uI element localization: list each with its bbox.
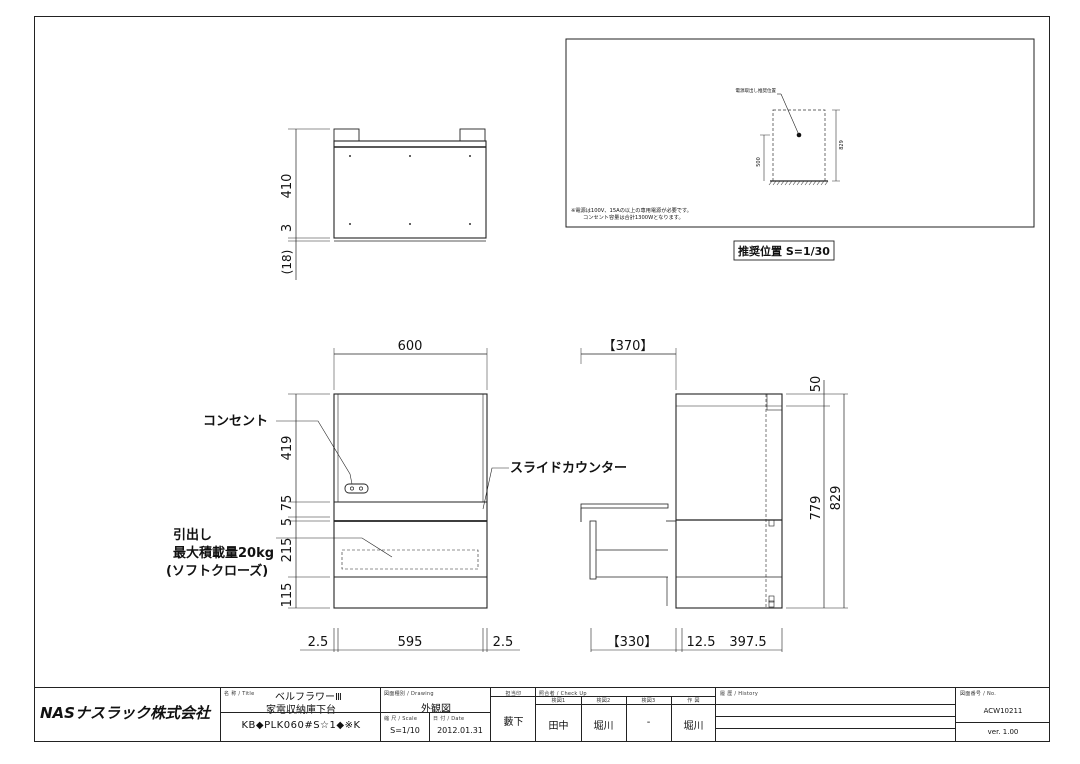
check-h3: 検図3 <box>641 698 656 704</box>
dim-3: 3 <box>280 224 295 232</box>
date-value: 2012.01.31 <box>437 726 483 735</box>
dim-215: 215 <box>280 538 295 563</box>
dim-2.5-right: 2.5 <box>493 635 514 650</box>
dim-18: (18) <box>280 250 294 275</box>
dim-500: 500 <box>756 157 762 167</box>
check-v1: 田中 <box>548 721 569 732</box>
front-view <box>276 348 520 652</box>
check-label: 照合者 / Check Up <box>539 691 587 697</box>
slide-counter-label: スライドカウンター <box>510 461 627 476</box>
title-block: NASナスラック株式会社 名 称 / Title ベルフラワーⅢ 家電収納庫下台… <box>34 687 1050 742</box>
dim-600: 600 <box>398 339 423 354</box>
scale-label: 縮 尺 / Scale <box>384 716 418 722</box>
dim-595: 595 <box>398 635 423 650</box>
check-v4: 堀川 <box>683 721 704 732</box>
dim-330: 【330】 <box>607 635 658 650</box>
dim-829: 829 <box>829 486 844 511</box>
dim-397.5: 397.5 <box>729 635 766 650</box>
drafter-value: 藪下 <box>503 717 524 728</box>
company-logo: NASナスラック株式会社 <box>40 704 210 722</box>
dim-50: 50 <box>809 376 824 393</box>
title-label: 名 称 / Title <box>224 691 255 697</box>
check-v3: - <box>646 717 651 728</box>
check-v2: 堀川 <box>593 721 614 732</box>
outlet-icon <box>344 483 369 494</box>
drawing-cell: 図面種別 / Drawing 外観図 縮 尺 / Scale S=1/10 日 … <box>381 688 491 742</box>
dim-5: 5 <box>280 518 295 526</box>
product-name: ベルフラワーⅢ <box>275 692 342 703</box>
dim-115: 115 <box>280 583 295 608</box>
drawer-label-2: 最大積載量20kg <box>173 545 274 561</box>
check-cell: 照合者 / Check Up 検図1 検図2 検図3 作 図 田中 堀川 - 堀… <box>536 688 716 742</box>
side-view <box>580 348 848 652</box>
history-cell: 履 歴 / History <box>716 688 956 742</box>
dim-410: 410 <box>280 174 295 199</box>
product-subtitle: 家電収納庫下台 <box>266 705 336 716</box>
drawer-label-3: (ソフトクローズ) <box>166 563 268 579</box>
scale-value: S=1/10 <box>390 726 420 735</box>
title-cell: 名 称 / Title ベルフラワーⅢ 家電収納庫下台 KB◆PLK060#S☆… <box>221 688 381 742</box>
version: ver. 1.00 <box>987 728 1019 736</box>
outlet-label: コンセント <box>203 414 268 429</box>
drawer-label-1: 引出し <box>173 527 212 543</box>
date-label: 日 付 / Date <box>433 716 465 722</box>
number-cell: 図面番号 / No. ACW10211 ver. 1.00 <box>956 688 1050 742</box>
power-position-label: 電源取出し推奨位置 <box>736 87 777 94</box>
dim-370: 【370】 <box>603 339 654 354</box>
check-h4: 作 図 <box>687 698 700 704</box>
dim-75: 75 <box>280 495 295 512</box>
power-note-1: ※電源は100V、15Aの以上の専用電源が必要です。 <box>571 206 692 214</box>
check-h1: 検図1 <box>551 698 566 704</box>
check-h2: 検図2 <box>596 698 611 704</box>
power-note-2: コンセント容量は合計1300Wとなります。 <box>583 213 684 221</box>
model-number: KB◆PLK060#S☆1◆※K <box>241 720 361 731</box>
drawing-number: ACW10211 <box>983 707 1023 715</box>
company-cell: NASナスラック株式会社 <box>34 688 221 742</box>
drawing-label: 図面種別 / Drawing <box>384 691 434 697</box>
recommended-position-panel <box>565 38 1035 228</box>
dim-779: 779 <box>809 496 824 521</box>
drafter-cell: 担当印 藪下 <box>491 688 536 742</box>
drawing-type: 外観図 <box>421 704 451 715</box>
panel-label: 推奨位置 S=1/30 <box>738 244 830 258</box>
dim-829-small: 829 <box>839 140 845 150</box>
top-view <box>288 128 487 280</box>
number-label: 図面番号 / No. <box>960 691 997 697</box>
history-label: 履 歴 / History <box>720 691 759 697</box>
drawing-frame <box>34 16 1050 742</box>
drafter-label: 担当印 <box>505 691 522 697</box>
dim-419: 419 <box>280 436 295 461</box>
dim-12.5: 12.5 <box>687 635 716 650</box>
dim-2.5-left: 2.5 <box>308 635 329 650</box>
